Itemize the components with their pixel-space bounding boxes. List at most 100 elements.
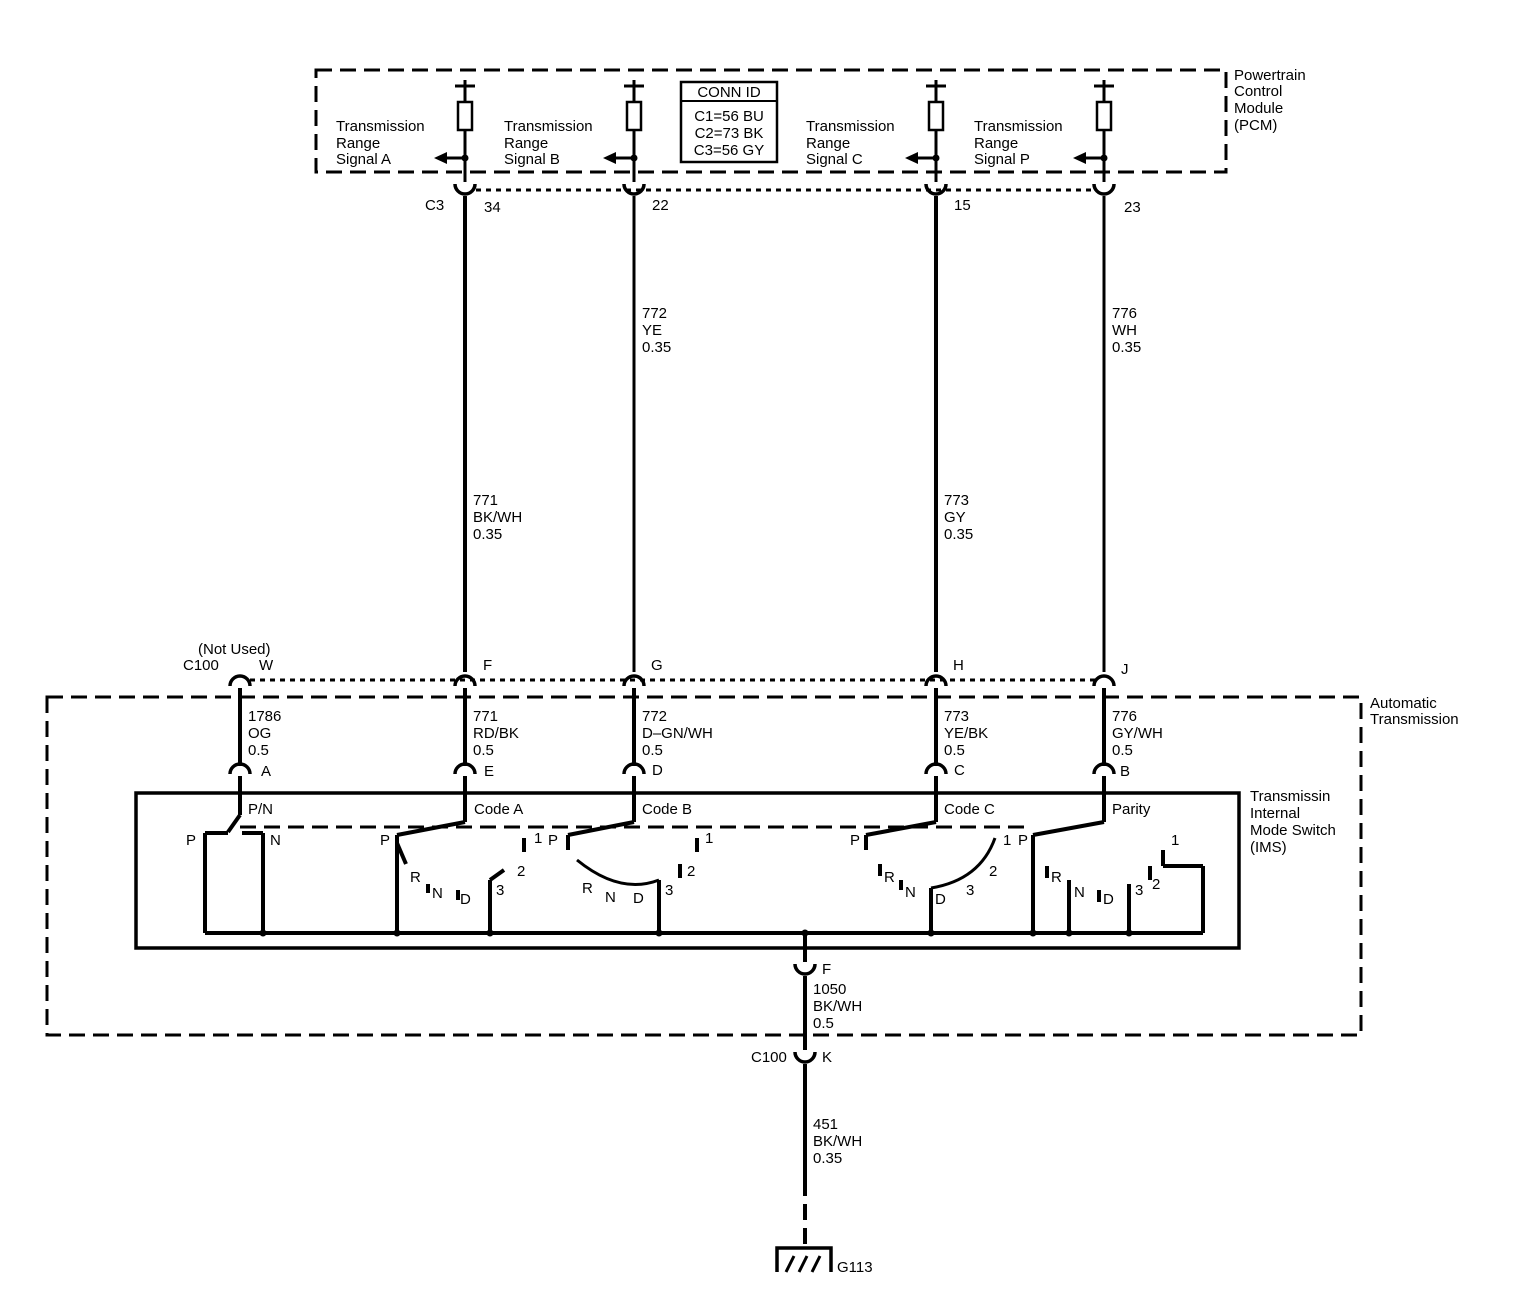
pcm-input-signal-c: Transmission Range Signal C <box>806 80 946 182</box>
code-b-pos-p: P <box>548 832 558 849</box>
signal-b-label-1: Transmission <box>504 118 593 135</box>
pcm-name-line-1: Powertrain <box>1234 67 1306 84</box>
wire-1050-color: BK/WH <box>813 998 862 1015</box>
ims-body <box>134 791 1241 950</box>
signal-a-label-1: Transmission <box>336 118 425 135</box>
signal-c-label-1: Transmission <box>806 118 895 135</box>
wire-451-size: 0.35 <box>813 1150 842 1167</box>
c100-pin-k: K <box>822 1049 832 1066</box>
wire-771-inner-color: RD/BK <box>473 725 519 742</box>
wire-771-size: 0.35 <box>473 526 502 543</box>
ims-name-line-4: (IMS) <box>1250 839 1287 856</box>
parity-pos-1: 1 <box>1171 832 1179 849</box>
pcm-module: Powertrain Control Module (PCM) CONN ID … <box>314 67 1306 182</box>
pcm-name-line-3: Module <box>1234 100 1283 117</box>
wire-1786-color: OG <box>248 725 271 742</box>
code-b-pos-n: N <box>605 889 616 906</box>
connector-pin-icon <box>1092 674 1116 687</box>
transmission-name-line-1: Automatic <box>1370 695 1437 712</box>
code-a-pos-3: 3 <box>496 882 504 899</box>
switch-pn: P N <box>186 795 281 933</box>
signal-p-label-1: Transmission <box>974 118 1063 135</box>
connector-pin-icon <box>924 674 948 687</box>
wire-772-size: 0.35 <box>642 339 671 356</box>
arrow-left-icon <box>1073 152 1086 164</box>
wire-772-circuit: 772 <box>642 305 667 322</box>
wire-773-inner-color: YE/BK <box>944 725 988 742</box>
ims-name-line-3: Mode Switch <box>1250 822 1336 839</box>
pcm-name-line-2: Control <box>1234 83 1282 100</box>
c100-not-used-label: (Not Used) <box>198 641 271 658</box>
code-a-pos-1: 1 <box>534 830 542 847</box>
wire-776-inner-size: 0.5 <box>1112 742 1133 759</box>
parity-pos-3: 3 <box>1135 882 1143 899</box>
wire-776-size: 0.35 <box>1112 339 1141 356</box>
wire-776-inner-color: GY/WH <box>1112 725 1163 742</box>
c3-pin-34: 34 <box>484 199 501 216</box>
wire-771-color: BK/WH <box>473 509 522 526</box>
parity-pos-p: P <box>1018 832 1028 849</box>
signal-c-label-2: Range <box>806 135 850 152</box>
wire-776-circuit: 776 <box>1112 305 1137 322</box>
code-c-pos-3: 3 <box>966 882 974 899</box>
ims-pin-b: B <box>1120 763 1130 780</box>
pn-pos-p: P <box>186 832 196 849</box>
wire-1050-size: 0.5 <box>813 1015 834 1032</box>
connector-pin-icon <box>793 963 817 976</box>
connector-pin-icon <box>622 674 646 687</box>
connector-pin-icon <box>228 674 252 687</box>
internal-mode-switch: Transmissin Internal Mode Switch (IMS) P… <box>134 788 1336 950</box>
signal-b-label-2: Range <box>504 135 548 152</box>
pn-pos-n: N <box>270 832 281 849</box>
code-a-pos-r: R <box>410 869 421 886</box>
ims-pin-a: A <box>261 763 271 780</box>
c3-connector-label: C3 <box>425 197 444 214</box>
ground-circuit: F 1050 BK/WH 0.5 C100 K 451 BK/WH 0.35 G… <box>751 933 873 1276</box>
wire-773-inner-circuit: 773 <box>944 708 969 725</box>
c100-pin-g: G <box>651 657 663 674</box>
pcm-input-signal-a: Transmission Range Signal A <box>336 80 475 182</box>
wire-1050-circuit: 1050 <box>813 981 846 998</box>
resistor-icon <box>1095 100 1113 132</box>
code-c-pos-p: P <box>850 832 860 849</box>
code-c-pos-2: 2 <box>989 863 997 880</box>
code-b-pos-1: 1 <box>705 830 713 847</box>
code-c-pos-n: N <box>905 884 916 901</box>
ims-ground-pin-f: F <box>822 961 831 978</box>
connector-pin-icon <box>453 674 477 687</box>
wire-772-inner-color: D–GN/WH <box>642 725 713 742</box>
connector-pin-icon <box>228 762 252 775</box>
connector-pin-icon <box>1092 762 1116 775</box>
ground-g113-label: G113 <box>837 1259 873 1276</box>
c100-pin-w: W <box>259 657 274 674</box>
connector-pin-icon <box>622 183 646 196</box>
connector-pin-icon <box>622 762 646 775</box>
resistor-icon <box>927 100 945 132</box>
parity-pos-d: D <box>1103 891 1114 908</box>
connector-pin-icon <box>924 183 948 196</box>
signal-a-label-3: Signal A <box>336 151 391 168</box>
code-c-pos-d: D <box>935 891 946 908</box>
wire-776-inner-circuit: 776 <box>1112 708 1137 725</box>
c3-pin-15: 15 <box>954 197 971 214</box>
wire-773-inner-size: 0.5 <box>944 742 965 759</box>
conn-id-box: CONN ID C1=56 BU C2=73 BK C3=56 GY <box>679 80 779 164</box>
pcm-name-line-4: (PCM) <box>1234 117 1277 134</box>
pcm-input-signal-b: Transmission Range Signal B <box>504 80 644 182</box>
connector-pin-icon <box>793 1051 817 1064</box>
wire-1786-circuit: 1786 <box>248 708 281 725</box>
ims-pin-c: C <box>954 762 965 779</box>
signal-a-label-2: Range <box>336 135 380 152</box>
wire-771-circuit: 771 <box>473 492 498 509</box>
wire-772-inner-size: 0.5 <box>642 742 663 759</box>
parity-pos-r: R <box>1051 869 1062 886</box>
ims-channel-parity: Parity <box>1112 801 1151 818</box>
switch-code-b: P R N D 1 2 3 <box>548 795 713 933</box>
c100-pin-h: H <box>953 657 964 674</box>
switch-parity: P R N D 1 2 3 <box>1018 795 1205 933</box>
pcm-connector-c3: C3 34 22 15 23 <box>425 183 1141 216</box>
conn-id-title: CONN ID <box>697 84 761 101</box>
code-a-pos-n: N <box>432 885 443 902</box>
code-b-pos-d: D <box>633 890 644 907</box>
